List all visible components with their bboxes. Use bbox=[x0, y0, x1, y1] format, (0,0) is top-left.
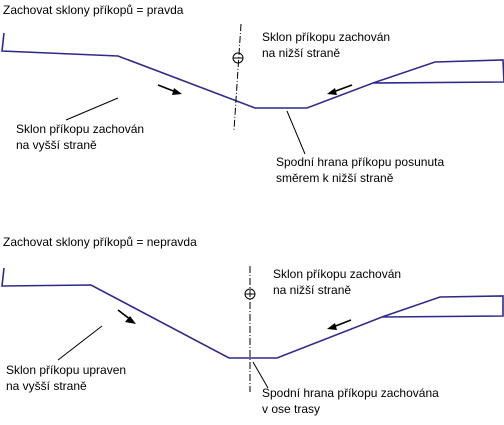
bottom-bottom-label-line1: Spodní hrana příkopu zachována bbox=[262, 386, 439, 400]
bottom-alignment-marker-icon bbox=[244, 288, 256, 300]
top-centerline bbox=[233, 23, 242, 131]
top-right-slope-arrow-icon bbox=[327, 84, 353, 95]
bottom-right-label-line2: na nižší straně bbox=[273, 283, 351, 297]
bottom-left-label-line1: Sklon příkopu upraven bbox=[6, 363, 126, 377]
bottom-panel: Zachovat sklony příkopů = nepravda Sklon… bbox=[1, 235, 504, 416]
bottom-ditch-profile bbox=[1, 267, 504, 359]
bottom-bottom-label-line2: v ose trasy bbox=[262, 402, 320, 416]
bottom-panel-title: Zachovat sklony příkopů = nepravda bbox=[3, 235, 197, 249]
bottom-right-slope-arrow-icon bbox=[327, 319, 352, 330]
top-bottom-leader bbox=[286, 110, 306, 155]
top-panel: Zachovat sklony příkopů = pravda Sklon p… bbox=[1, 3, 504, 185]
top-left-label-line2: na vyšší straně bbox=[16, 138, 97, 152]
bottom-left-leader bbox=[57, 325, 103, 361]
top-panel-title: Zachovat sklony příkopů = pravda bbox=[3, 3, 184, 17]
top-left-slope-arrow-icon bbox=[157, 84, 182, 95]
top-bottom-label-line1: Spodní hrana příkopu posunuta bbox=[276, 155, 444, 169]
top-ditch-profile bbox=[1, 32, 504, 109]
top-alignment-marker-icon bbox=[232, 52, 244, 64]
top-bottom-label-line2: směrem k nižší straně bbox=[276, 171, 394, 185]
bottom-right-label-line1: Sklon příkopu zachován bbox=[273, 267, 401, 281]
bottom-bottom-leader bbox=[252, 361, 269, 389]
top-left-label-line1: Sklon příkopu zachován bbox=[16, 122, 144, 136]
top-right-label-line2: na nižší straně bbox=[262, 46, 340, 60]
bottom-left-label-line2: na vyšší straně bbox=[6, 379, 87, 393]
top-right-label-line1: Sklon příkopu zachován bbox=[262, 30, 390, 44]
bottom-left-slope-arrow-icon bbox=[117, 309, 136, 324]
top-left-leader bbox=[65, 97, 119, 121]
